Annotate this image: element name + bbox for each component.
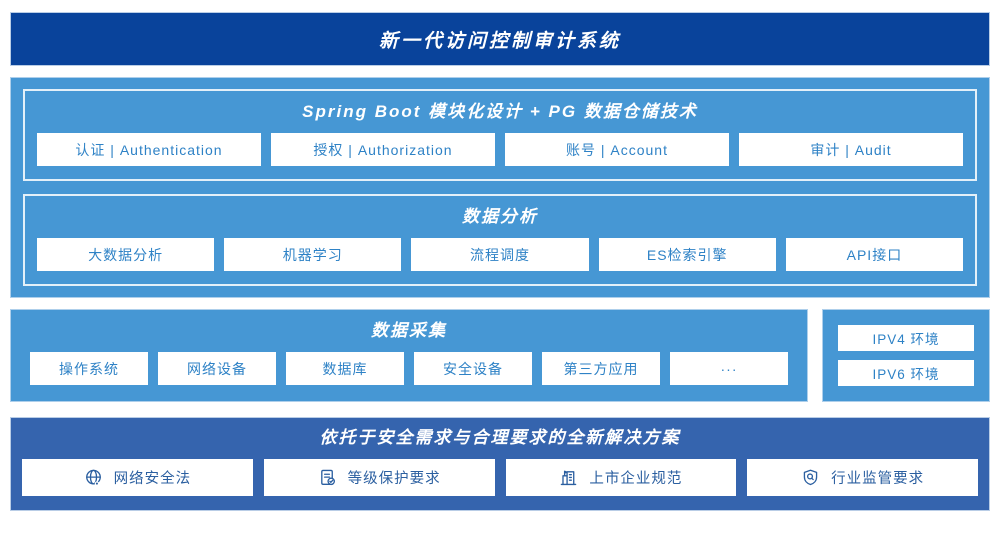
environment-section: IPV4 环境 IPV6 环境 <box>822 309 990 402</box>
analysis-box-es: ES检索引擎 <box>598 238 776 271</box>
analysis-group: 数据分析 大数据分析 机器学习 流程调度 ES检索引擎 API接口 <box>23 194 977 286</box>
collection-label: 操作系统 <box>59 360 119 377</box>
document-check-icon <box>318 468 337 487</box>
module-box-authentication: 认证 | Authentication <box>37 133 261 166</box>
analysis-box-workflow: 流程调度 <box>411 238 589 271</box>
shield-search-icon <box>801 468 820 487</box>
module-label: 认证 | Authentication <box>75 141 223 158</box>
solution-box-industry-regulation: 行业监管要求 <box>747 459 978 496</box>
globe-icon <box>84 468 103 487</box>
analysis-label: ES检索引擎 <box>646 246 728 263</box>
module-box-authorization: 授权 | Authorization <box>271 133 495 166</box>
system-title-banner: 新一代访问控制审计系统 <box>10 12 990 66</box>
modules-group-title: Spring Boot 模块化设计 + PG 数据仓储技术 <box>302 102 698 121</box>
collection-title: 数据采集 <box>371 321 447 340</box>
collection-box-security: 安全设备 <box>414 352 532 385</box>
analysis-box-api: API接口 <box>785 238 964 271</box>
analysis-label: API接口 <box>846 246 903 263</box>
solution-label: 等级保护要求 <box>347 471 441 487</box>
analysis-row: 大数据分析 机器学习 流程调度 ES检索引擎 API接口 <box>37 238 964 271</box>
solution-label: 上市企业规范 <box>589 471 683 487</box>
collection-box-database: 数据库 <box>286 352 404 385</box>
solution-title: 依托于安全需求与合理要求的全新解决方案 <box>319 428 681 447</box>
solution-label: 行业监管要求 <box>831 471 925 487</box>
collection-items-row: 操作系统 网络设备 数据库 安全设备 第三方应用 ··· <box>30 352 788 385</box>
collection-label: 第三方应用 <box>563 360 639 377</box>
solution-section: 依托于安全需求与合理要求的全新解决方案 网络安全法 <box>10 417 990 511</box>
modules-group: Spring Boot 模块化设计 + PG 数据仓储技术 认证 | Authe… <box>23 89 977 181</box>
module-box-account: 账号 | Account <box>505 133 729 166</box>
env-box-ipv4: IPV4 环境 <box>838 325 974 351</box>
env-label: IPV4 环境 <box>872 332 940 347</box>
module-label: 授权 | Authorization <box>313 141 453 158</box>
env-box-ipv6: IPV6 环境 <box>838 360 974 386</box>
env-label: IPV6 环境 <box>872 367 940 382</box>
building-icon <box>559 468 578 487</box>
solution-box-listed-company: 上市企业规范 <box>505 459 737 496</box>
collection-box-thirdparty: 第三方应用 <box>542 352 660 385</box>
collection-box-more: ··· <box>670 352 788 385</box>
module-label: 审计 | Audit <box>810 141 892 158</box>
analysis-label: 大数据分析 <box>88 246 164 263</box>
diagram-canvas: 新一代访问控制审计系统 Spring Boot 模块化设计 + PG 数据仓储技… <box>0 12 1000 541</box>
module-box-audit: 审计 | Audit <box>739 133 963 166</box>
analysis-label: 机器学习 <box>282 246 343 263</box>
solution-label: 网络安全法 <box>113 471 192 487</box>
analysis-group-title: 数据分析 <box>462 207 538 226</box>
module-label: 账号 | Account <box>565 141 668 158</box>
collection-row: 数据采集 操作系统 网络设备 数据库 安全设备 第三方应用 ··· IPV4 环… <box>10 309 990 402</box>
collection-label: 网络设备 <box>187 360 247 377</box>
ellipsis-label: ··· <box>720 360 738 377</box>
modules-row: 认证 | Authentication 授权 | Authorization 账… <box>37 133 963 166</box>
collection-section: 数据采集 操作系统 网络设备 数据库 安全设备 第三方应用 ··· <box>10 309 808 402</box>
solution-box-classified-protection: 等级保护要求 <box>263 459 495 496</box>
collection-box-network: 网络设备 <box>158 352 276 385</box>
analysis-box-ml: 机器学习 <box>224 238 402 271</box>
collection-box-os: 操作系统 <box>30 352 148 385</box>
analysis-label: 流程调度 <box>470 246 530 263</box>
system-title: 新一代访问控制审计系统 <box>378 30 621 52</box>
architecture-section: Spring Boot 模块化设计 + PG 数据仓储技术 认证 | Authe… <box>10 77 990 298</box>
solution-row: 网络安全法 等级保护要求 <box>22 459 978 496</box>
collection-label: 数据库 <box>322 360 368 377</box>
solution-box-cybersecurity-law: 网络安全法 <box>22 459 253 496</box>
analysis-box-bigdata: 大数据分析 <box>37 238 215 271</box>
collection-label: 安全设备 <box>443 360 503 377</box>
